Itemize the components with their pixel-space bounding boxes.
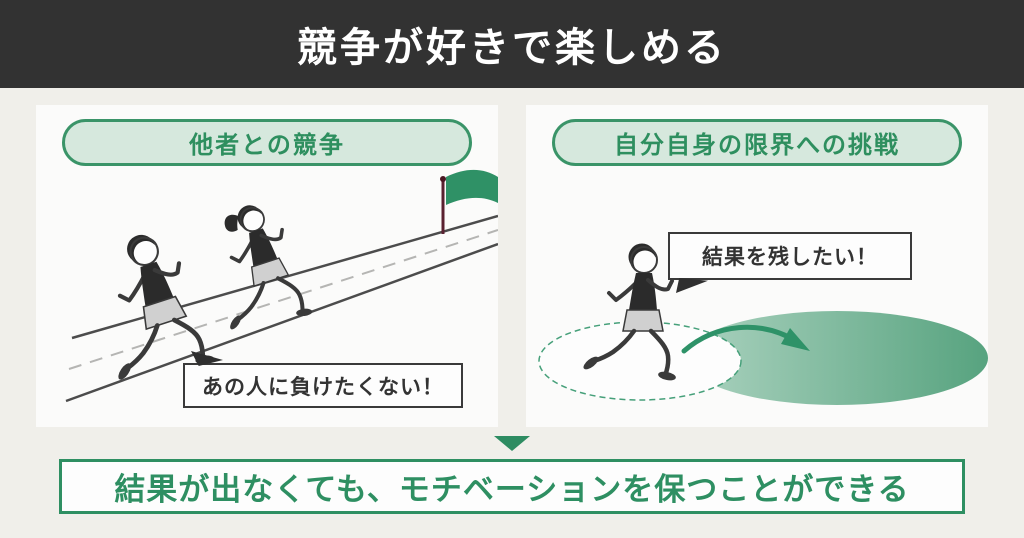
runner-female-icon xyxy=(224,205,313,330)
speech-bubble-left-text: あの人に負けたくない！ xyxy=(202,375,444,399)
page-title: 競争が好きで楽しめる xyxy=(297,26,727,70)
speech-bubble-right-text: 結果を残したい！ xyxy=(702,246,878,269)
conclusion-box: 結果が出なくても、モチベーションを保つことができる xyxy=(59,459,965,514)
runner-male-icon xyxy=(117,234,215,380)
down-triangle-icon xyxy=(494,436,530,451)
panel-left-heading: 他者との競争 xyxy=(62,119,472,166)
speech-bubble-right: 結果を残したい！ xyxy=(668,232,912,293)
illustration-runners-uphill xyxy=(65,169,498,403)
panel-right-heading: 自分自身の限界への挑戦 xyxy=(552,119,962,166)
panel-left-heading-label: 他者との競争 xyxy=(189,132,345,159)
conclusion-text: 結果が出なくても、モチベーションを保つことができる xyxy=(114,472,910,507)
panel-right-heading-label: 自分自身の限界への挑戦 xyxy=(614,132,900,159)
illustration-limit-expansion xyxy=(538,243,988,405)
header-bar: 競争が好きで楽しめる xyxy=(0,0,1024,88)
green-flag-icon xyxy=(440,169,498,234)
growth-zone-ellipse xyxy=(686,311,988,405)
speech-bubble-left: あの人に負けたくない！ xyxy=(183,351,463,408)
track-slope xyxy=(65,214,498,403)
panel-challenge-own-limits: 自分自身の限界への挑戦 結果を残したい！ xyxy=(526,105,988,427)
curved-right-arrow-icon xyxy=(681,324,810,354)
panel-competition-with-others: 他者との競争 あの人に負けたくない！ xyxy=(36,105,498,427)
runner-male-icon xyxy=(583,243,676,381)
